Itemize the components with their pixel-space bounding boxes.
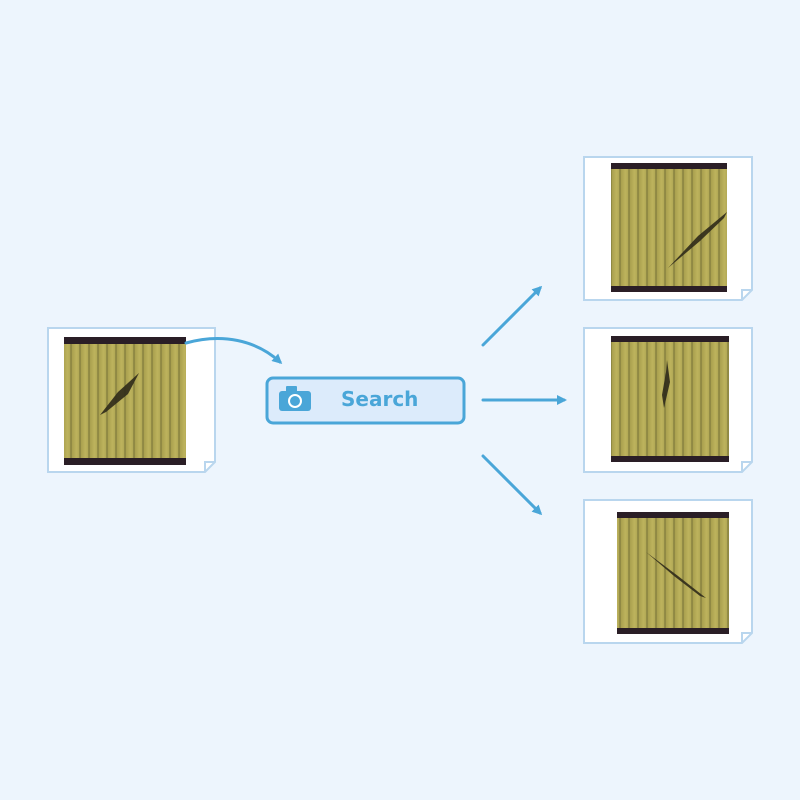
- solar-cell-crack-image: [611, 336, 729, 462]
- solar-cell-crack-image: [617, 512, 729, 634]
- camera-icon: [279, 386, 311, 411]
- result-image-card: [583, 327, 753, 473]
- solar-cell-crack-image: [64, 337, 186, 465]
- search-label: Search: [341, 387, 418, 411]
- arrow-to-search: [184, 337, 283, 365]
- search-box[interactable]: Search: [265, 376, 466, 425]
- result-image-card: [583, 499, 753, 644]
- solar-cell-crack-image: [611, 163, 727, 292]
- query-image-card: [47, 327, 216, 473]
- result-image-card: [583, 156, 753, 301]
- arrow-to-result-1: [481, 285, 543, 347]
- arrow-to-result-3: [481, 454, 543, 516]
